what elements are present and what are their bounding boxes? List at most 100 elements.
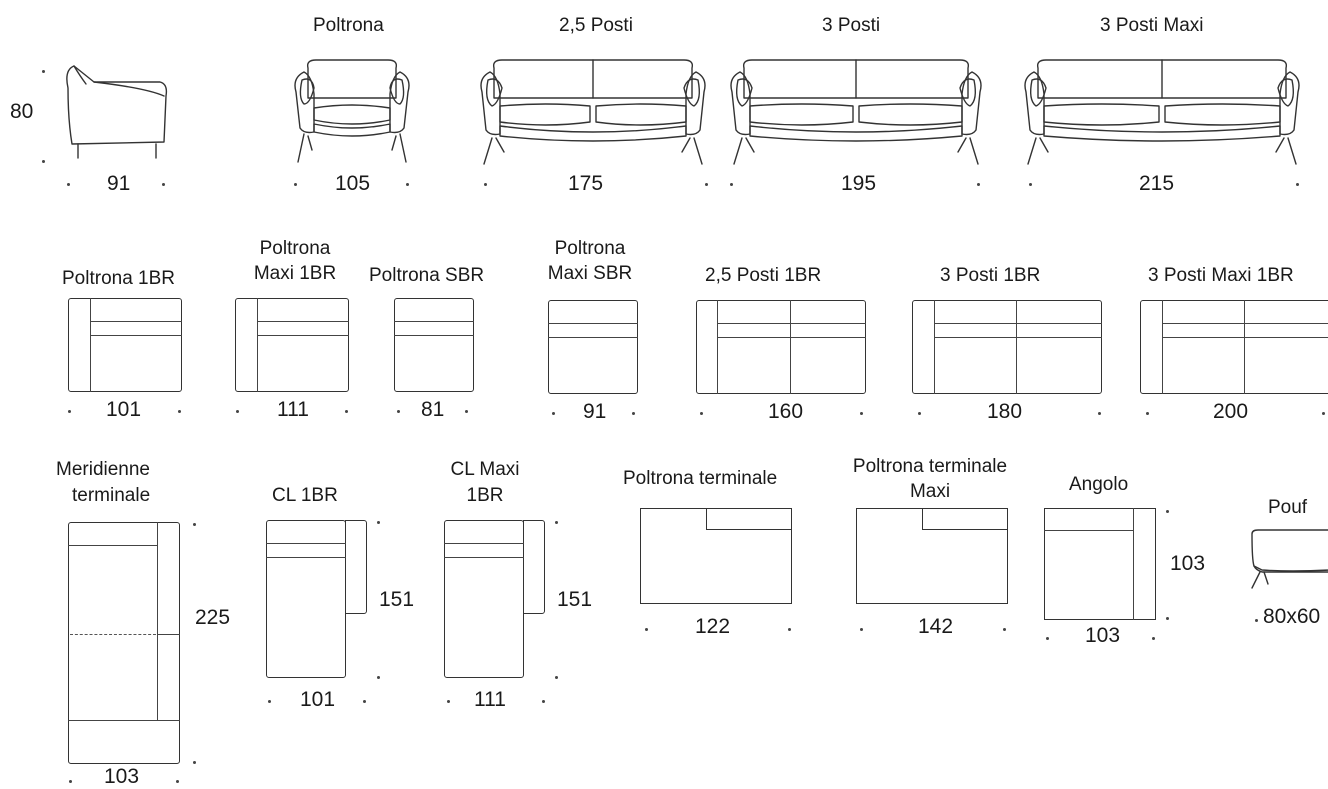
seat-divider xyxy=(1016,300,1017,394)
plan-outline-seat xyxy=(266,520,346,678)
element-width: 200 xyxy=(1213,400,1249,423)
dim-marker xyxy=(977,183,980,186)
back-cushion-divider xyxy=(157,634,180,635)
backrest-line xyxy=(257,335,349,336)
sofa-3-front-drawing xyxy=(730,59,982,165)
dim-marker xyxy=(1166,510,1169,513)
backrest-line xyxy=(934,323,1102,324)
module-join-line xyxy=(70,634,156,635)
element-width: 103 xyxy=(104,765,140,788)
element-width: 122 xyxy=(695,615,731,638)
element-width: 111 xyxy=(474,688,506,711)
dim-marker xyxy=(860,628,863,631)
dim-marker xyxy=(1029,183,1032,186)
backrest-line xyxy=(68,545,158,546)
dim-marker xyxy=(1098,412,1101,415)
dim-marker xyxy=(1152,637,1155,640)
backrest-line xyxy=(444,557,524,558)
plan-outline xyxy=(1044,508,1156,620)
dim-marker xyxy=(1166,617,1169,620)
dim-marker xyxy=(162,183,165,186)
armrest-line xyxy=(257,298,258,392)
arm-outline xyxy=(706,508,792,530)
seat-divider xyxy=(790,300,791,394)
backrest-line xyxy=(548,337,638,338)
element-label-line2: Maxi xyxy=(909,481,951,502)
backrest-line xyxy=(717,337,866,338)
element-label-line2: 1BR xyxy=(466,485,504,506)
arm-outline xyxy=(922,508,1008,530)
plan-outline xyxy=(235,298,349,392)
backrest-line xyxy=(90,321,182,322)
dim-marker xyxy=(178,410,181,413)
plan-outline xyxy=(68,298,182,392)
element-length: 151 xyxy=(557,588,593,611)
dim-marker xyxy=(1003,628,1006,631)
backrest-line xyxy=(444,543,524,544)
dim-marker xyxy=(363,700,366,703)
element-label-line1: CL Maxi xyxy=(450,459,520,480)
element-label: Poltrona terminale xyxy=(623,468,778,489)
element-label-line1: Meridienne xyxy=(56,459,150,480)
dim-marker xyxy=(67,183,70,186)
element-label: Angolo xyxy=(1069,474,1129,495)
backrest-line xyxy=(257,321,349,322)
dim-marker xyxy=(1322,412,1325,415)
element-label: CL 1BR xyxy=(272,485,338,506)
armrest-line xyxy=(90,298,91,392)
model-width: 195 xyxy=(841,172,877,195)
armrest-line xyxy=(717,300,718,394)
plan-outline-arm xyxy=(345,520,367,614)
dim-marker xyxy=(632,412,635,415)
arm-line xyxy=(68,720,180,721)
dim-marker xyxy=(69,780,72,783)
dim-marker xyxy=(788,628,791,631)
armrest-line xyxy=(1162,300,1163,394)
back-vertical xyxy=(157,522,158,720)
dim-marker xyxy=(860,412,863,415)
backrest-line xyxy=(1162,337,1328,338)
element-length: 151 xyxy=(379,588,415,611)
element-label: 3 Posti Maxi 1BR xyxy=(1148,265,1294,286)
dim-marker xyxy=(268,700,271,703)
dim-marker xyxy=(42,70,45,73)
sofa-3-maxi-front-drawing xyxy=(1024,59,1300,165)
element-width: 101 xyxy=(106,398,142,421)
dim-marker xyxy=(465,410,468,413)
element-width: 91 xyxy=(583,400,607,423)
element-label: 3 Posti 1BR xyxy=(940,265,1041,286)
dim-marker xyxy=(377,521,380,524)
dim-marker xyxy=(918,412,921,415)
plan-outline xyxy=(1140,300,1328,394)
element-width: 180 xyxy=(987,400,1023,423)
armrest-line xyxy=(934,300,935,394)
dim-marker xyxy=(294,183,297,186)
sofa-2-5-front-drawing xyxy=(480,59,706,165)
side-view-width: 91 xyxy=(107,172,131,195)
backrest-line xyxy=(394,335,474,336)
dim-marker xyxy=(236,410,239,413)
dim-marker xyxy=(377,676,380,679)
element-width: 81 xyxy=(421,398,445,421)
element-label: Poltrona 1BR xyxy=(62,268,176,289)
seat-divider xyxy=(1244,300,1245,394)
model-label: Poltrona xyxy=(313,15,384,36)
dim-marker xyxy=(193,761,196,764)
dim-marker xyxy=(447,700,450,703)
element-width: 142 xyxy=(918,615,954,638)
backrest-line xyxy=(548,323,638,324)
dim-marker xyxy=(1146,412,1149,415)
dim-marker xyxy=(193,523,196,526)
element-size: 80x60 xyxy=(1263,605,1321,628)
dim-marker xyxy=(68,410,71,413)
plan-outline xyxy=(548,300,638,394)
dim-marker xyxy=(1046,637,1049,640)
element-label: 2,5 Posti 1BR xyxy=(705,265,822,286)
pouf-side-drawing xyxy=(1251,529,1328,589)
element-label-line2: terminale xyxy=(72,485,151,506)
dim-marker xyxy=(555,521,558,524)
backrest-line xyxy=(266,557,346,558)
element-label-line1: Poltrona xyxy=(259,238,331,259)
model-label: 3 Posti Maxi xyxy=(1100,15,1204,36)
plan-outline xyxy=(68,522,180,764)
